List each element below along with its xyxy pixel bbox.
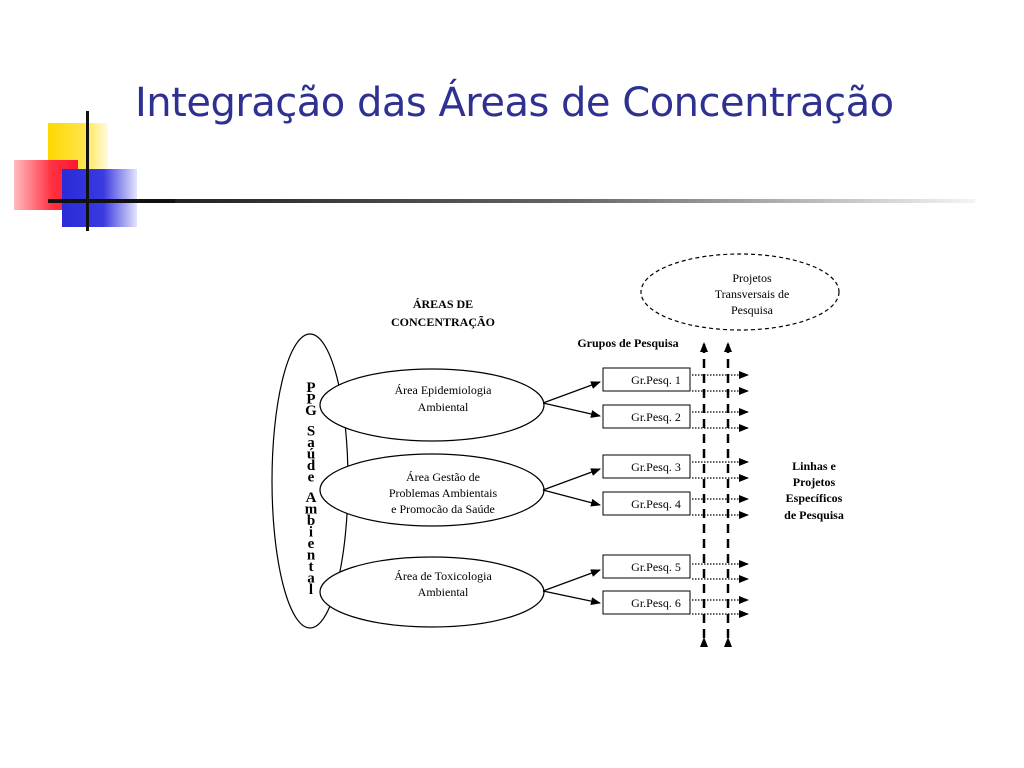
areas-heading-line1: ÁREAS DE — [413, 297, 473, 311]
group-box-1: Gr.Pesq. 1 — [602, 367, 691, 392]
area-label: Problemas Ambientais — [389, 486, 498, 500]
area-label: Área Gestão de — [406, 470, 480, 484]
group-label: Gr.Pesq. 6 — [631, 596, 681, 610]
transversal-label: Projetos — [732, 271, 772, 285]
area-label: Área de Toxicologia — [394, 569, 492, 583]
area-label: Área Epidemiologia — [395, 383, 493, 397]
areas-heading-line2: CONCENTRAÇÃO — [391, 315, 495, 329]
group-rect — [602, 367, 691, 392]
area-label: Ambiental — [418, 585, 469, 599]
lines-label: Projetos — [793, 475, 836, 489]
group-rect — [602, 404, 691, 429]
group-output-arrows — [692, 371, 749, 618]
transversal-label: Pesquisa — [731, 303, 774, 317]
group-label: Gr.Pesq. 1 — [631, 373, 681, 387]
horizontal-rule — [48, 199, 180, 203]
slide-title: Integração das Áreas de Concentração — [135, 80, 894, 126]
transversal-label: Transversais de — [715, 287, 790, 301]
groups-heading: Grupos de Pesquisa — [577, 336, 678, 350]
group-rect — [602, 454, 691, 479]
group-box-3: Gr.Pesq. 3 — [602, 454, 691, 479]
connector-arrow — [542, 569, 601, 592]
connector-arrow — [542, 402, 601, 418]
area-ellipse — [319, 556, 545, 628]
transversal-ellipse — [640, 253, 840, 331]
connector-arrow — [542, 489, 601, 507]
connector-arrow — [542, 590, 601, 606]
area-node-2: Área Gestão de Problemas Ambientais e Pr… — [319, 453, 545, 527]
vertical-rule — [86, 111, 89, 231]
blue-square — [62, 169, 137, 227]
corner-decoration — [0, 105, 180, 231]
area-label: Ambiental — [418, 400, 469, 414]
group-rect — [602, 554, 691, 579]
lines-label: Específicos — [786, 491, 843, 505]
group-box-2: Gr.Pesq. 2 — [602, 404, 691, 429]
group-label: Gr.Pesq. 5 — [631, 560, 681, 574]
lines-label: Linhas e — [792, 459, 836, 473]
group-label: Gr.Pesq. 2 — [631, 410, 681, 424]
area-node-3: Área de Toxicologia Ambiental — [319, 556, 545, 628]
group-rect — [602, 491, 691, 516]
area-node-1: Área Epidemiologia Ambiental — [319, 368, 545, 442]
connector-arrow — [542, 381, 601, 404]
title-underline — [175, 199, 975, 203]
connector-arrow — [542, 468, 601, 491]
group-box-6: Gr.Pesq. 6 — [602, 590, 691, 615]
group-label: Gr.Pesq. 4 — [631, 497, 681, 511]
transversal-arrows — [700, 342, 732, 647]
transversal-projects-node: Projetos Transversais de Pesquisa — [640, 253, 840, 331]
lines-label: de Pesquisa — [784, 508, 844, 522]
group-box-5: Gr.Pesq. 5 — [602, 554, 691, 579]
area-ellipse — [319, 368, 545, 442]
group-box-4: Gr.Pesq. 4 — [602, 491, 691, 516]
lines-projects-label: Linhas e Projetos Específicos de Pesquis… — [784, 459, 844, 522]
group-rect — [602, 590, 691, 615]
area-label: e Promocão da Saúde — [391, 502, 495, 516]
group-label: Gr.Pesq. 3 — [631, 460, 681, 474]
